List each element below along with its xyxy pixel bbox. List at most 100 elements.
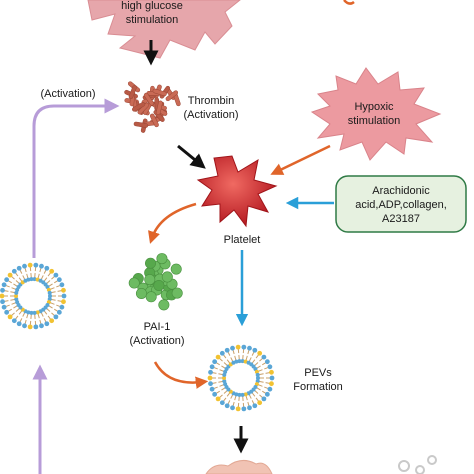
lipid-head (237, 359, 242, 364)
lipid-head (264, 359, 270, 365)
thrombin-rod (132, 102, 146, 112)
thrombin-rod (149, 113, 159, 128)
lipid-head (32, 310, 37, 315)
lipid-head (223, 382, 228, 387)
agonist-box-frame (335, 175, 467, 233)
lipid-head (255, 372, 260, 377)
lipid-head (22, 263, 27, 269)
lipid-head (29, 310, 34, 315)
pai1-blob (144, 274, 156, 286)
agonist-label-line2: acid,ADP,collagen, (355, 199, 447, 211)
pevs-label-line1: PEVs (304, 367, 332, 379)
arrow-hypoxic-to-platelet (270, 144, 331, 175)
lipid-head (61, 293, 67, 299)
lipid-head (49, 318, 55, 324)
lipid-head (208, 381, 213, 387)
lipid-head (269, 369, 274, 375)
lipid-head (264, 391, 270, 397)
lipid-head (0, 299, 5, 305)
pai1-blob (158, 299, 170, 311)
lipid-head (267, 364, 273, 370)
platelet-label: Platelet (224, 234, 261, 246)
hypoxic-label-line2: stimulation (348, 115, 401, 127)
burst-shape (87, 0, 241, 59)
lipid-head (209, 364, 215, 370)
lipid-head (35, 310, 40, 315)
lipid-head (11, 268, 17, 274)
lipid-head (16, 321, 22, 327)
agonist-label-line1: Arachidonic (372, 185, 430, 197)
thrombin-rod (165, 90, 179, 102)
lipid-head (61, 287, 66, 293)
lipid-head (22, 323, 27, 329)
lipid-head (0, 287, 5, 293)
lipid-head (16, 265, 22, 271)
glucose-label-line2: stimulation (126, 14, 179, 26)
lipid-head (32, 277, 37, 282)
lipid-head (240, 359, 245, 364)
lipid-head (255, 379, 260, 384)
arrow-platelet-to-pai1 (148, 202, 197, 244)
thrombin-rod (133, 121, 149, 128)
lipid-head (207, 375, 213, 381)
pai1-blob (170, 263, 182, 275)
lipid-head (235, 344, 241, 350)
lipid-head (44, 265, 50, 271)
lipid-head (14, 290, 19, 295)
lipid-head (209, 386, 215, 392)
lipid-head (252, 403, 258, 409)
lipid-head (257, 400, 263, 406)
lipid-head (14, 297, 19, 302)
high-glucose-burst: high glucose stimulation (87, 0, 241, 59)
lipid-head (230, 405, 235, 411)
lipid-head (267, 386, 273, 392)
lipid-head (29, 277, 34, 282)
pai1-label-line1: PAI-1 (144, 321, 171, 333)
pai1-blob (135, 287, 147, 299)
left-vesicle-icon (0, 262, 67, 330)
lipid-head (47, 290, 52, 295)
glucose-label-line1: high glucose (121, 0, 183, 12)
pai1-blob (153, 279, 165, 291)
lipid-head (1, 304, 7, 310)
lipid-head (234, 359, 239, 364)
thrombin-icon (124, 81, 181, 133)
lipid-head (59, 282, 65, 288)
lipid-head (15, 300, 20, 305)
pai1-blob (156, 253, 168, 265)
lipid-head (27, 324, 33, 330)
lipid-head (241, 406, 247, 412)
lipid-head (212, 359, 218, 365)
hypoxic-burst-shape (310, 67, 442, 161)
lipid-head (243, 392, 248, 397)
lipid-head (47, 297, 52, 302)
thrombin-rod (128, 85, 137, 100)
lipid-head (261, 354, 267, 360)
lipid-head (261, 396, 267, 402)
lipid-head (33, 262, 39, 268)
lipid-head (212, 391, 218, 397)
lipid-head (53, 314, 59, 320)
lipid-head (219, 400, 225, 406)
lipid-head (215, 354, 221, 360)
lipid-head (1, 282, 7, 288)
top-right-arc (343, 0, 355, 5)
pai1-blob (128, 277, 140, 289)
lipid-head (14, 294, 18, 298)
thrombin-rod (152, 88, 167, 97)
lipid-head (222, 379, 227, 384)
lipid-head (56, 277, 62, 283)
lipid-head (59, 304, 65, 310)
lipid-head (269, 375, 275, 381)
lipid-head (27, 262, 33, 268)
lipid-head (48, 294, 52, 298)
pev-vesicle-icon (207, 344, 275, 412)
lipid-head (44, 321, 50, 327)
thrombin-label-line2: (Activation) (183, 109, 238, 121)
lipid-head (252, 347, 258, 353)
lipid-head (7, 314, 13, 320)
lipid-head (247, 345, 252, 351)
lipid-head (4, 309, 10, 315)
lipid-head (257, 350, 263, 356)
lipid-head (237, 392, 242, 397)
